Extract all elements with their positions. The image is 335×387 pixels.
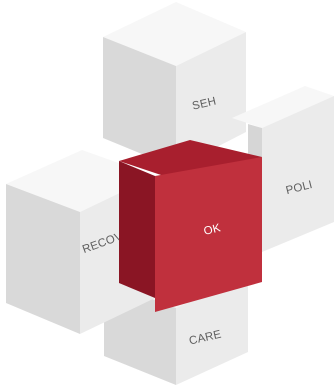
block-ok-top xyxy=(119,140,262,185)
block-recovery-top xyxy=(6,150,155,212)
block-seh-label: SEH xyxy=(191,96,217,113)
block-seh-side xyxy=(103,37,176,168)
block-ok-side xyxy=(119,161,155,298)
block-recovery-side xyxy=(6,184,80,334)
block-ok-label: OK xyxy=(203,222,223,238)
block-poli-top xyxy=(232,86,334,128)
block-seh-front xyxy=(176,32,246,168)
block-seh-top xyxy=(103,2,246,66)
block-poli-front xyxy=(262,96,334,252)
block-seh: SEH xyxy=(103,2,246,168)
block-ok: OK xyxy=(119,140,262,312)
block-care-front xyxy=(176,276,248,385)
block-ok-front xyxy=(155,157,262,312)
